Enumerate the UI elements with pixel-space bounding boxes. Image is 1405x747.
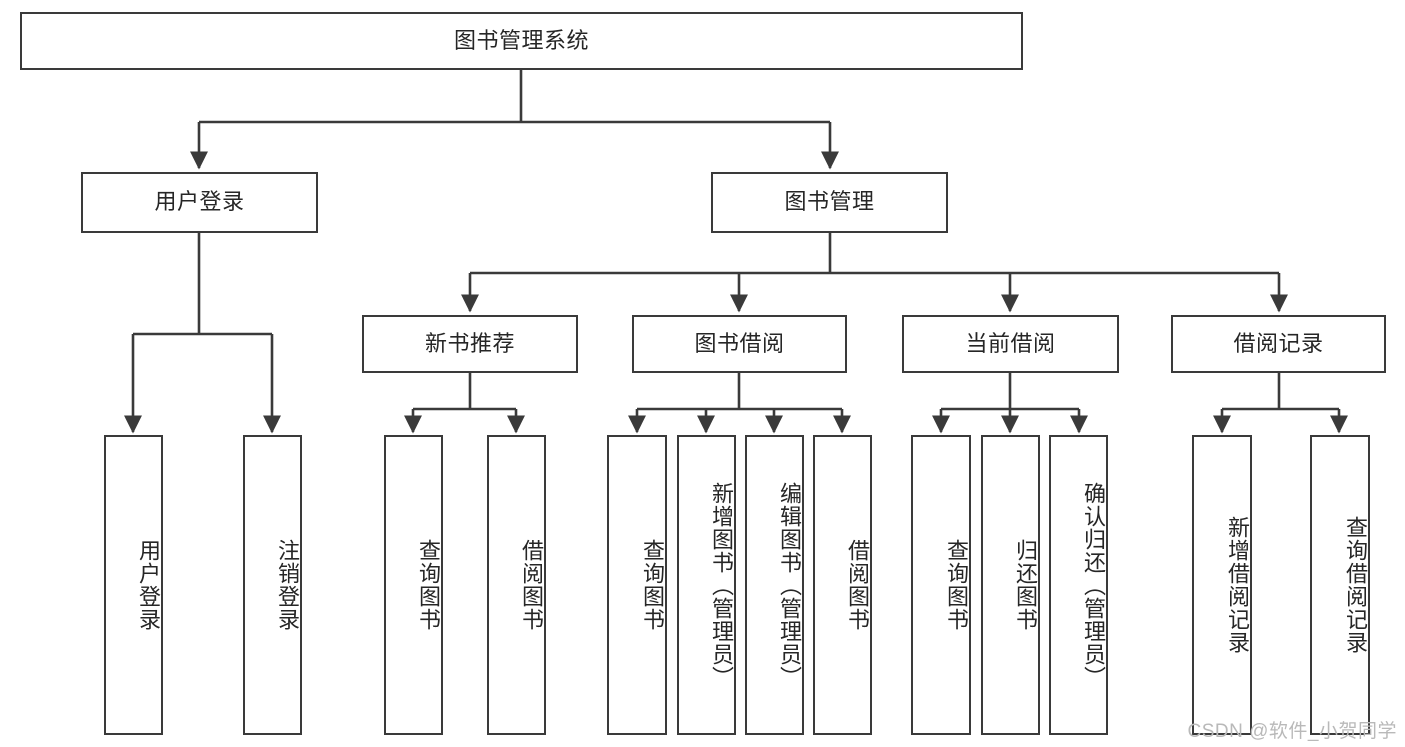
node-leaf-user-login[interactable]: 用户登录 xyxy=(104,435,163,735)
node-leaf-return-book[interactable]: 归还图书 xyxy=(981,435,1040,735)
node-label: 借阅图书 xyxy=(845,539,870,631)
node-label: 确认归还（管理员） xyxy=(1081,481,1106,689)
node-leaf-confirm-return[interactable]: 确认归还（管理员） xyxy=(1049,435,1108,735)
node-label: 查询图书 xyxy=(416,539,441,631)
node-label: 用户登录 xyxy=(136,539,161,631)
node-leaf-add-book[interactable]: 新增图书（管理员） xyxy=(677,435,736,735)
node-leaf-query-record[interactable]: 查询借阅记录 xyxy=(1310,435,1370,735)
node-leaf-edit-book[interactable]: 编辑图书（管理员） xyxy=(745,435,804,735)
node-label: 图书管理系统 xyxy=(453,27,589,53)
node-label: 新增图书（管理员） xyxy=(709,481,734,689)
node-label: 新书推荐 xyxy=(424,330,515,356)
node-label: 借阅图书 xyxy=(519,539,544,631)
node-label: 归还图书 xyxy=(1013,539,1038,631)
node-new-book-recommend[interactable]: 新书推荐 xyxy=(362,315,578,373)
node-book-management[interactable]: 图书管理 xyxy=(711,172,948,233)
node-label: 注销登录 xyxy=(275,539,300,631)
node-book-management-system[interactable]: 图书管理系统 xyxy=(20,12,1023,70)
node-label: 查询借阅记录 xyxy=(1343,516,1368,654)
node-label: 借阅记录 xyxy=(1233,330,1324,356)
node-label: 编辑图书（管理员） xyxy=(777,481,802,689)
node-label: 图书借阅 xyxy=(694,330,785,356)
node-user-login[interactable]: 用户登录 xyxy=(81,172,318,233)
node-leaf-add-record[interactable]: 新增借阅记录 xyxy=(1192,435,1252,735)
node-label: 当前借阅 xyxy=(965,330,1056,356)
node-leaf-borrow-book-1[interactable]: 借阅图书 xyxy=(487,435,546,735)
node-label: 新增借阅记录 xyxy=(1225,516,1250,654)
node-current-borrow[interactable]: 当前借阅 xyxy=(902,315,1119,373)
node-leaf-query-book-1[interactable]: 查询图书 xyxy=(384,435,443,735)
node-label: 用户登录 xyxy=(154,189,245,215)
node-label: 查询图书 xyxy=(640,539,665,631)
node-label: 查询图书 xyxy=(944,539,969,631)
node-leaf-query-book-3[interactable]: 查询图书 xyxy=(911,435,971,735)
node-leaf-borrow-book-2[interactable]: 借阅图书 xyxy=(813,435,872,735)
node-leaf-logout-login[interactable]: 注销登录 xyxy=(243,435,302,735)
node-borrow-record[interactable]: 借阅记录 xyxy=(1171,315,1386,373)
node-book-borrow[interactable]: 图书借阅 xyxy=(632,315,847,373)
node-leaf-query-book-2[interactable]: 查询图书 xyxy=(607,435,667,735)
csdn-watermark: CSDN @软件_小贺同学 xyxy=(1187,721,1397,742)
node-label: 图书管理 xyxy=(784,189,875,215)
